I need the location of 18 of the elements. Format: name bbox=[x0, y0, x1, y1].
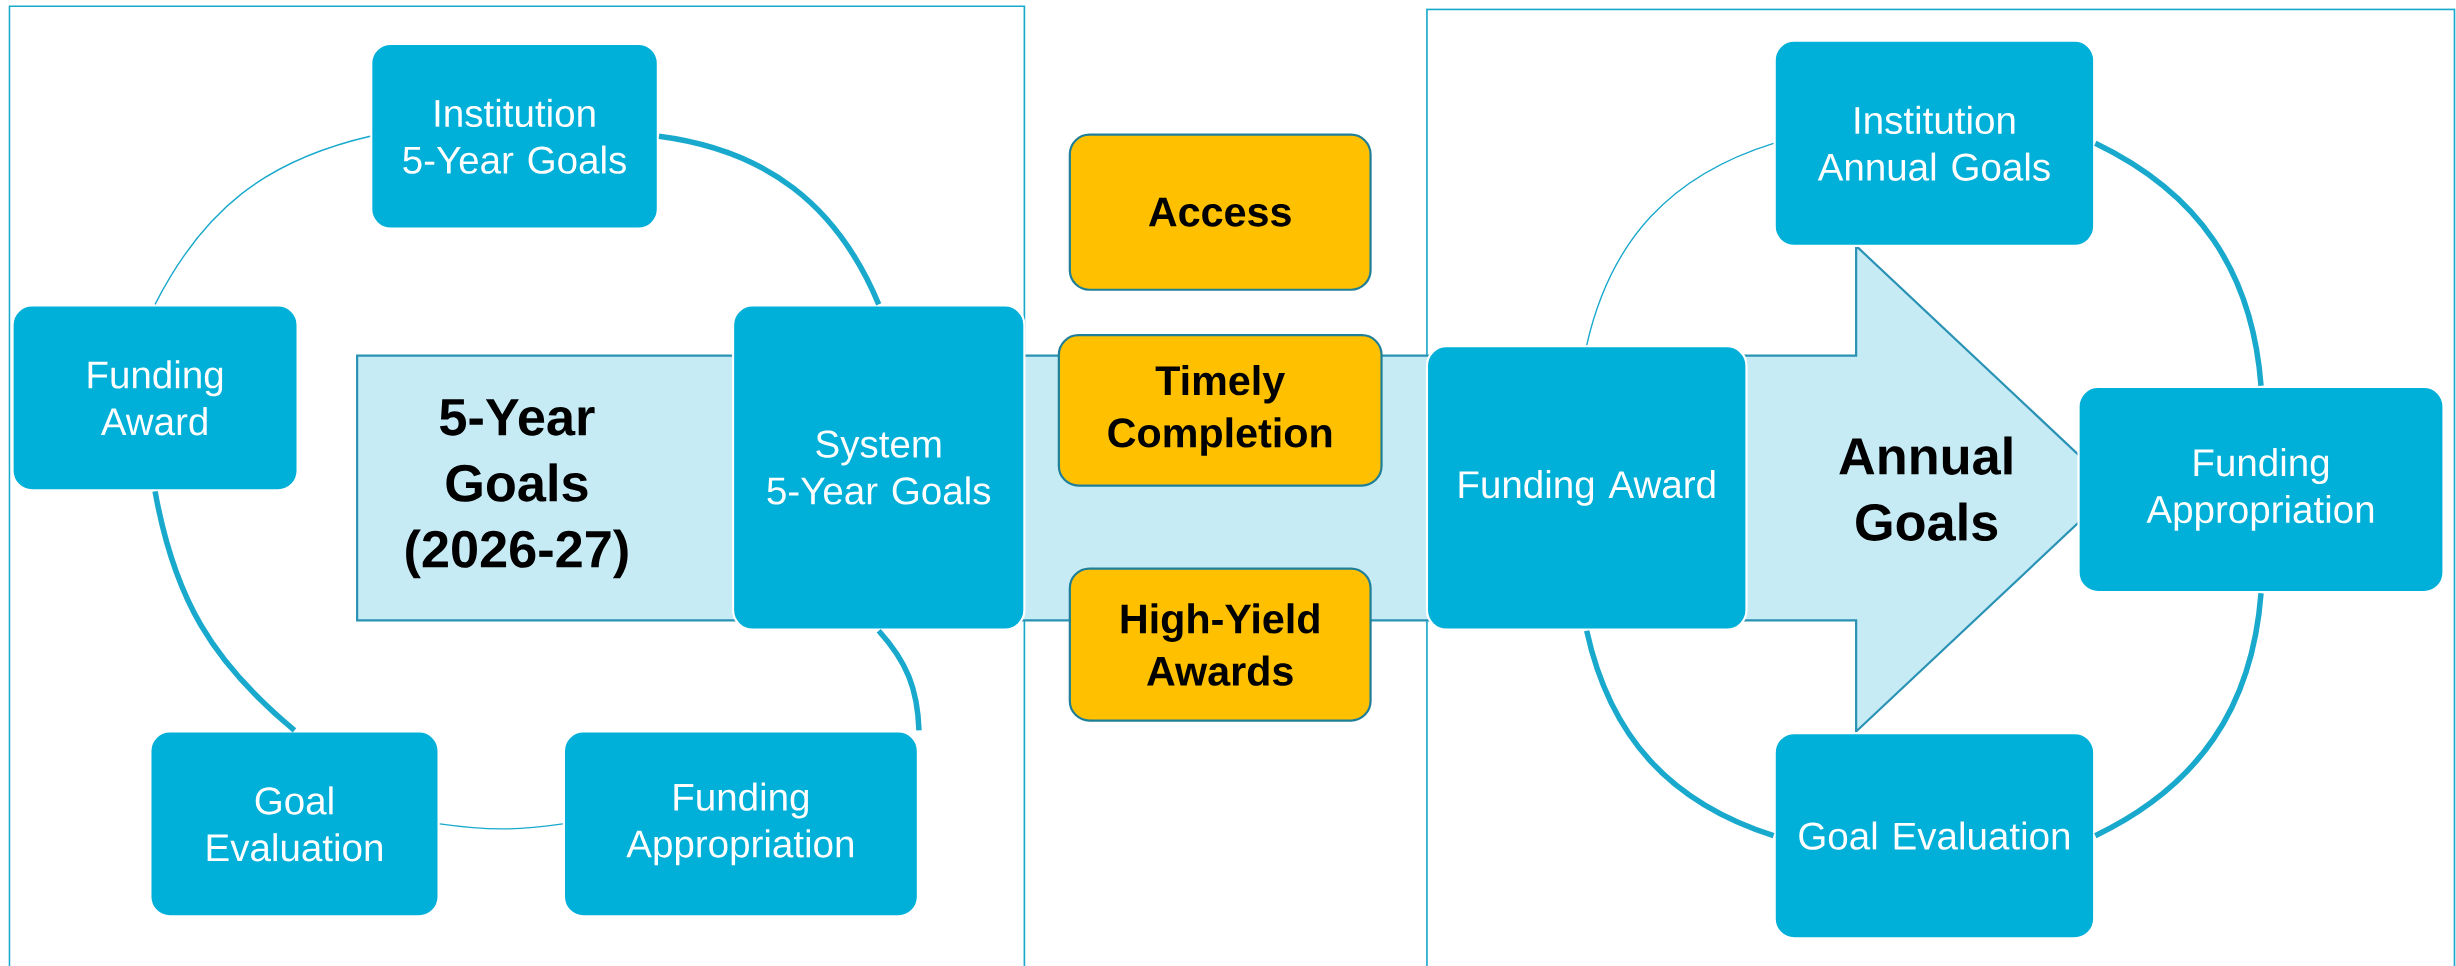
process-box: Funding Appropriation bbox=[562, 730, 919, 918]
connector-arc bbox=[2094, 140, 2264, 386]
connector-arc bbox=[152, 490, 297, 733]
process-box: Funding Award bbox=[11, 304, 299, 492]
connector-arc bbox=[1584, 629, 1775, 839]
process-box: Funding Appropriation bbox=[2077, 385, 2445, 593]
connector-arc bbox=[658, 133, 882, 306]
connector-arc bbox=[876, 628, 922, 731]
category-box: Access bbox=[1068, 133, 1372, 291]
process-box: Goal Evaluation bbox=[1773, 731, 2096, 940]
connector-arc bbox=[439, 823, 564, 830]
process-box: Goal Evaluation bbox=[149, 730, 440, 918]
process-box: Institution 5-Year Goals bbox=[370, 42, 659, 230]
connector-arc bbox=[2094, 592, 2264, 838]
category-box: High-Yield Awards bbox=[1068, 567, 1372, 722]
process-box: Institution Annual Goals bbox=[1773, 39, 2096, 247]
connector-arc bbox=[1586, 142, 1775, 346]
connector-arc bbox=[154, 135, 371, 305]
